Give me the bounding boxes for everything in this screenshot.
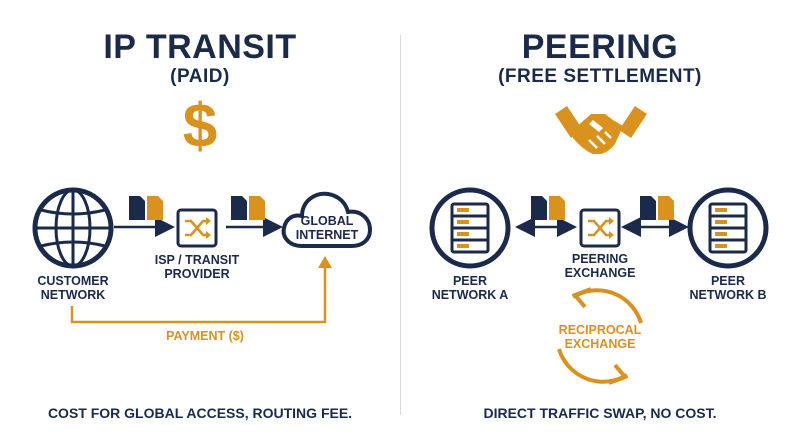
switch-icon — [579, 208, 621, 248]
ip-transit-subtitle: (PAID) — [170, 66, 230, 87]
server-icon — [429, 187, 511, 269]
peering-subtitle: (FREE SETTLEMENT) — [498, 66, 702, 87]
payment-arrow-head — [318, 256, 332, 268]
payment-arrow — [70, 262, 327, 324]
document-pair-icon — [640, 196, 674, 220]
peering-flow-arrows — [515, 217, 689, 237]
transit-provider-label: ISP / TRANSIT PROVIDER — [154, 253, 240, 281]
panel-divider — [400, 35, 401, 415]
switch-icon — [176, 208, 218, 248]
ip-transit-title: IP TRANSIT — [103, 28, 297, 66]
document-pair-icon — [129, 196, 163, 220]
reciprocal-exchange-label: RECIPROCAL EXCHANGE — [558, 323, 642, 351]
customer-network-label: CUSTOMER NETWORK — [37, 274, 109, 302]
peer-network-b-label: PEER NETWORK B — [689, 274, 767, 302]
dollar-icon: $ — [182, 92, 218, 161]
peering-title: PEERING — [521, 28, 679, 66]
cloud-icon — [281, 191, 373, 248]
peering-exchange-label: PEERING EXCHANGE — [564, 252, 636, 280]
cycle-arrows-icon — [557, 287, 643, 385]
peering-footer: DIRECT TRAFFIC SWAP, NO COST. — [483, 405, 717, 421]
handshake-icon — [555, 106, 647, 154]
globe-icon — [32, 187, 114, 269]
transit-flow-arrows — [70, 217, 332, 324]
payment-label: PAYMENT ($) — [166, 329, 244, 343]
transit-footer: COST FOR GLOBAL ACCESS, ROUTING FEE. — [47, 405, 353, 421]
peer-network-a-label: PEER NETWORK A — [431, 274, 509, 302]
document-pair-icon — [531, 196, 565, 220]
server-icon — [687, 187, 769, 269]
document-pair-icon — [231, 196, 265, 220]
global-internet-label: GLOBAL INTERNET — [295, 214, 359, 242]
